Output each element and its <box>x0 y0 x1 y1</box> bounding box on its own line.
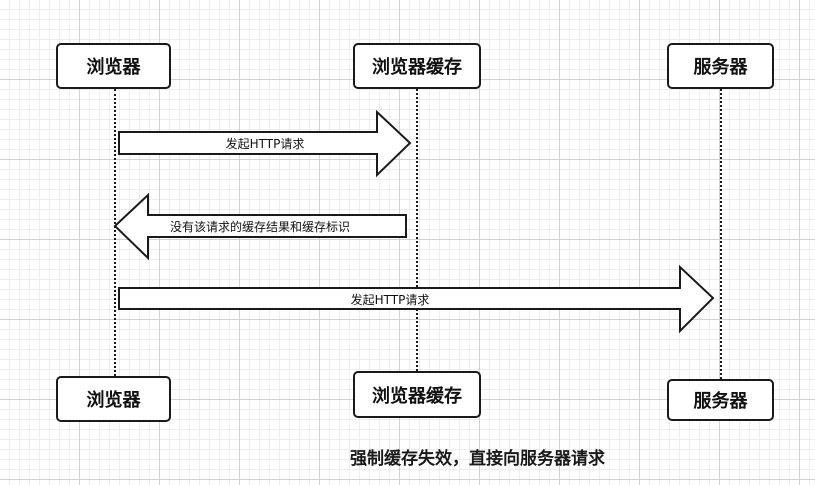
arrow-cache-to-browser <box>113 192 407 261</box>
actor-browser-top: 浏览器 <box>56 43 171 89</box>
actor-browser-cache-bottom: 浏览器缓存 <box>353 371 481 418</box>
lifeline-server <box>720 89 722 379</box>
message-label-no-cache-result: 没有该请求的缓存结果和缓存标识 <box>169 220 350 234</box>
diagram-caption: 强制缓存失效，直接向服务器请求 <box>350 449 605 469</box>
lifeline-browser <box>114 89 116 376</box>
message-label-request-server: 发起HTTP请求 <box>350 293 430 307</box>
actor-server-top: 服务器 <box>667 43 774 89</box>
actor-server-bottom: 服务器 <box>667 379 774 421</box>
arrow-browser-to-cache <box>118 109 412 178</box>
actor-browser-bottom: 浏览器 <box>56 376 171 422</box>
lifeline-browser-cache <box>416 89 418 371</box>
arrow-browser-to-server <box>118 264 715 334</box>
actor-browser-cache-top: 浏览器缓存 <box>353 43 481 89</box>
message-label-request-cache: 发起HTTP请求 <box>225 137 305 151</box>
